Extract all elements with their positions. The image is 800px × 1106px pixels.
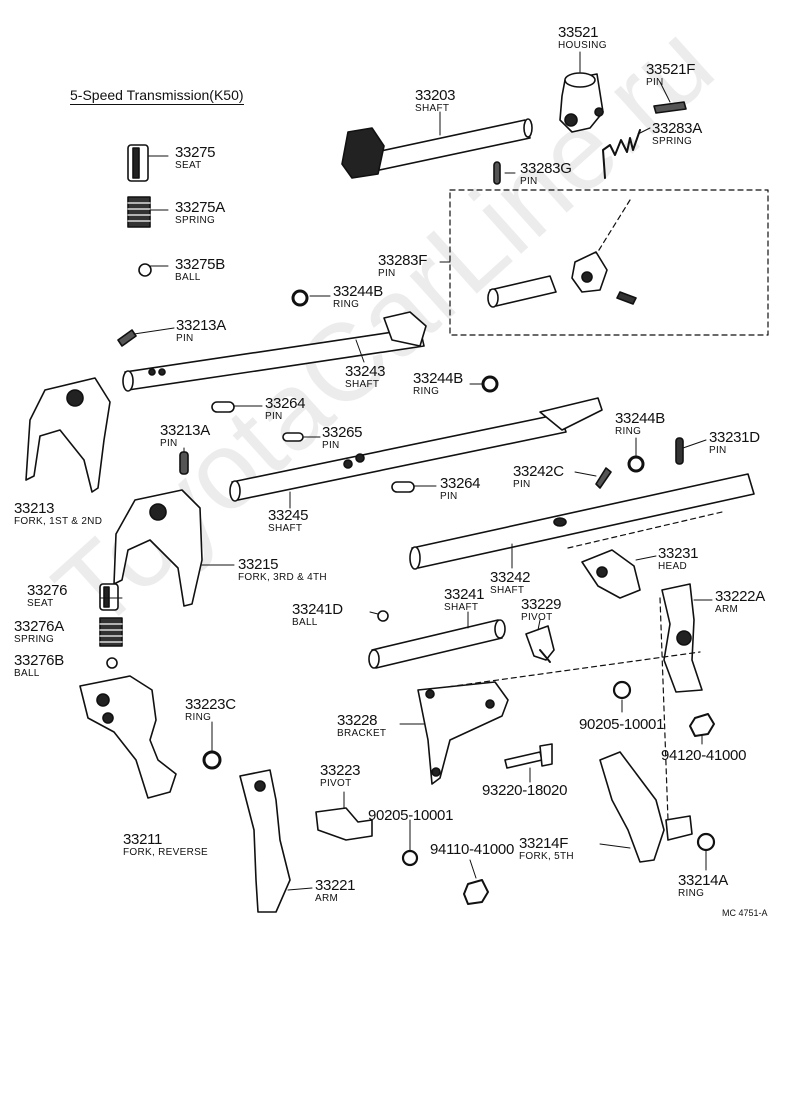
pin-33264-2 bbox=[391, 481, 415, 493]
shaft-33243 bbox=[122, 311, 427, 392]
arm-33222A bbox=[661, 583, 703, 693]
ring-33244B-1 bbox=[291, 289, 309, 307]
label-90205a: 90205-10001 bbox=[579, 716, 665, 733]
pin-33213A-2 bbox=[179, 451, 189, 475]
arm-33221 bbox=[239, 769, 291, 913]
label-94110: 94110-41000 bbox=[430, 841, 515, 858]
seat-33275 bbox=[127, 144, 149, 182]
pivot-33223 bbox=[315, 807, 373, 841]
ring-33223C bbox=[202, 750, 222, 770]
ring-33244B-3 bbox=[627, 455, 645, 473]
pin-33231D bbox=[675, 437, 684, 465]
label-93220: 93220-18020 bbox=[482, 782, 568, 799]
leader-lines bbox=[99, 51, 713, 891]
seat-33276 bbox=[99, 583, 119, 611]
pin-small-33283 bbox=[616, 291, 637, 305]
pin-33283F bbox=[487, 275, 557, 308]
washer-90205b bbox=[401, 849, 419, 867]
diagram-code: MC 4751-A bbox=[722, 908, 768, 918]
housing-33521 bbox=[559, 72, 604, 133]
pin-33283G bbox=[493, 161, 501, 185]
ball-33241D bbox=[377, 610, 389, 622]
bracket-33228 bbox=[417, 681, 509, 785]
detail-box bbox=[449, 189, 769, 336]
head-33231 bbox=[581, 549, 641, 599]
page-title: 5-Speed Transmission(K50) bbox=[70, 87, 244, 105]
pin-33242C bbox=[595, 467, 612, 489]
washer-90205a bbox=[612, 680, 632, 700]
nut-94110 bbox=[463, 879, 489, 905]
pin-33521F bbox=[653, 101, 687, 114]
head-small-33283 bbox=[571, 251, 608, 293]
spring-33276A bbox=[99, 617, 123, 647]
ring-33244B-2 bbox=[481, 375, 499, 393]
label-94120: 94120-41000 bbox=[661, 747, 747, 764]
bolt-93220 bbox=[504, 743, 553, 769]
shaft-33203 bbox=[341, 118, 533, 179]
spring-33275A bbox=[127, 196, 151, 228]
pivot-33229 bbox=[525, 625, 555, 663]
shaft-33242 bbox=[409, 473, 755, 570]
nut-94120 bbox=[689, 713, 715, 737]
shaft-33245 bbox=[229, 397, 603, 502]
ball-33276B bbox=[106, 657, 118, 669]
shaft-33241 bbox=[368, 619, 506, 669]
fork-33213 bbox=[25, 377, 111, 493]
fork-33214F bbox=[599, 751, 693, 863]
pin-33265 bbox=[282, 432, 304, 442]
ball-33275B bbox=[138, 263, 152, 277]
fork-33211 bbox=[79, 675, 177, 799]
pin-33213A-1 bbox=[117, 329, 137, 347]
ring-33214A bbox=[696, 832, 716, 852]
pin-33264-1 bbox=[211, 401, 235, 413]
fork-33215 bbox=[113, 489, 203, 607]
spring-33283A bbox=[602, 129, 641, 179]
label-90205b: 90205-10001 bbox=[368, 807, 454, 824]
